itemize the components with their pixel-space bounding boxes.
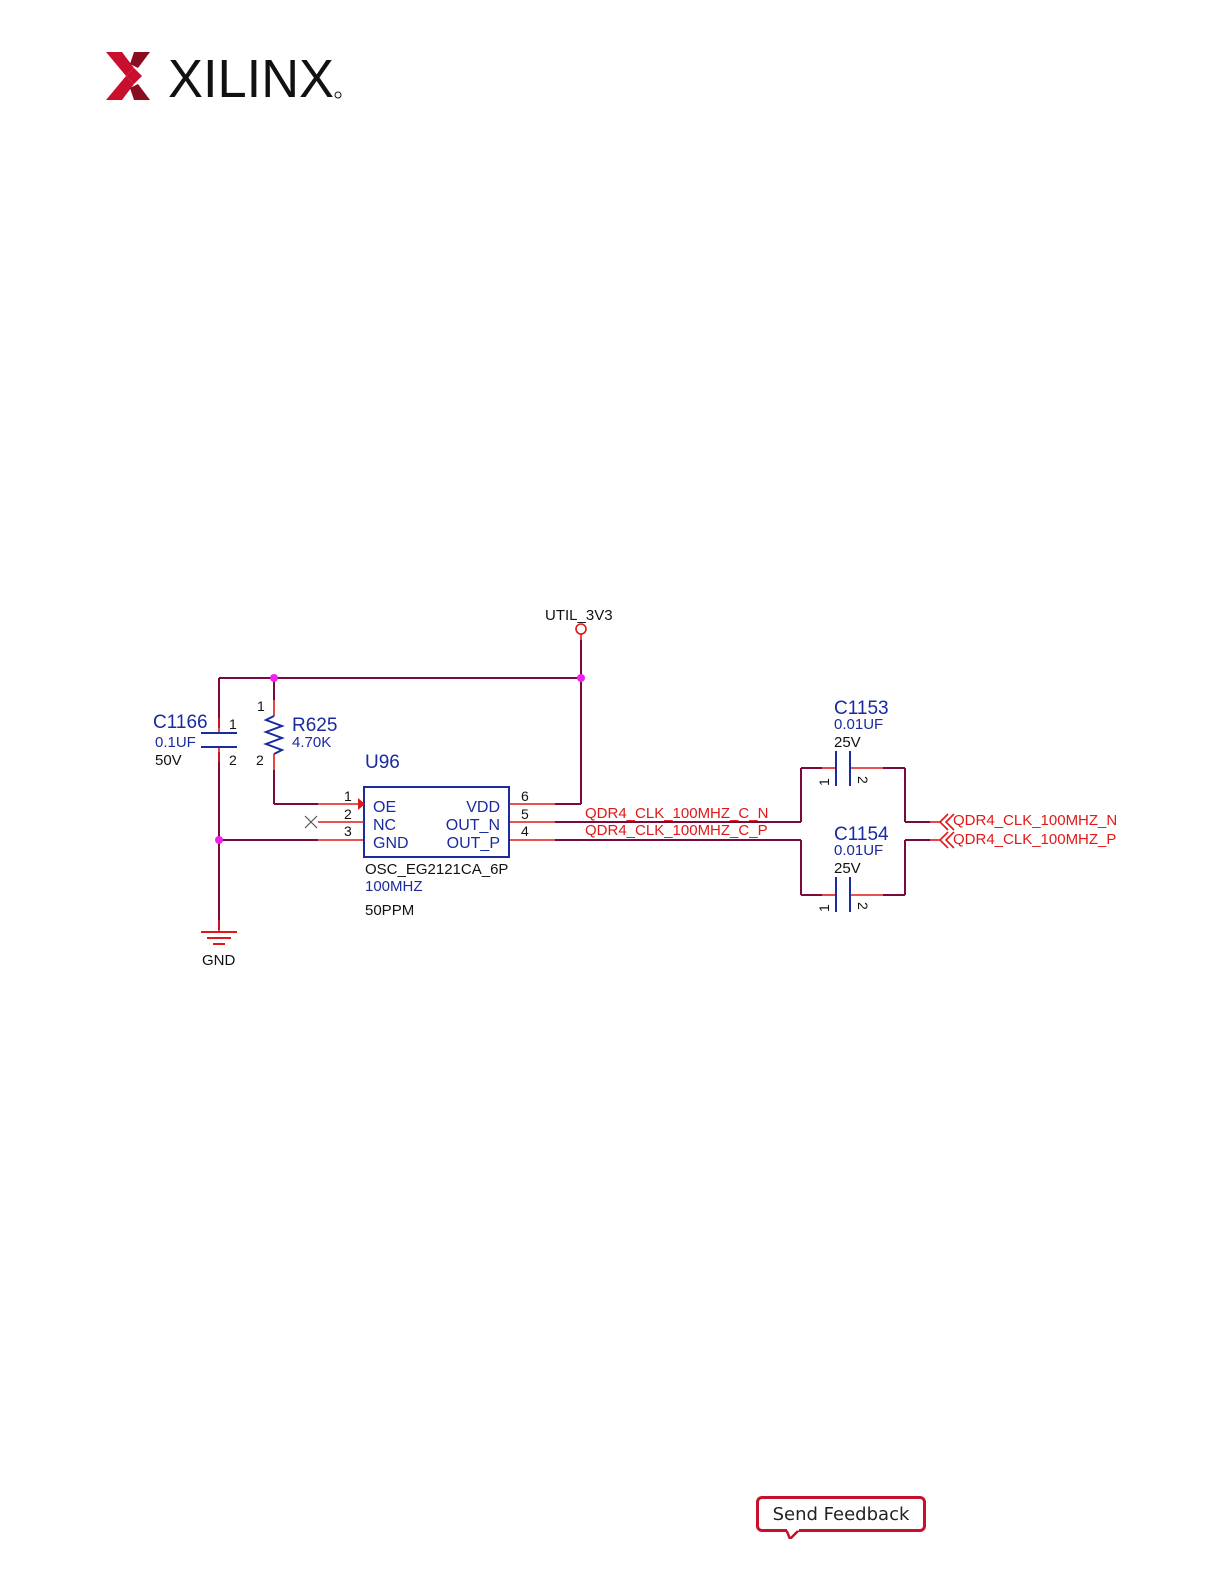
junction-dot: [577, 674, 585, 682]
resistor-r625: R625 4.70K 1 2: [256, 698, 337, 770]
power-symbol-util-3v3: UTIL_3V3: [545, 607, 613, 640]
c1154-pin1: 1: [816, 904, 832, 912]
oscillator-u96: U96 1 2 3 OE NC GND 6 5 4 VDD OUT_N OUT_…: [305, 752, 555, 919]
offpage-connector-icon: [930, 814, 954, 848]
u96-pin-num: 5: [521, 806, 529, 822]
c1166-voltage: 50V: [155, 752, 182, 769]
no-connect-x-icon: [305, 816, 317, 828]
u96-pin-name: OE: [373, 799, 396, 816]
u96-pin-name: VDD: [466, 799, 500, 816]
c1153-value: 0.01UF: [834, 716, 883, 733]
speech-bubble-tail-icon: [786, 1529, 800, 1539]
u96-pin-name: NC: [373, 817, 396, 834]
u96-tolerance: 50PPM: [365, 902, 414, 919]
capacitor-c1153: C1153 0.01UF 25V 1 2: [816, 698, 889, 786]
junction-dot: [215, 836, 223, 844]
u96-pin-num: 2: [344, 806, 352, 822]
u96-pin-num: 4: [521, 823, 529, 839]
c1154-voltage: 25V: [834, 860, 861, 877]
c1153-voltage: 25V: [834, 734, 861, 751]
c1166-ref: C1166: [153, 712, 208, 733]
c1166-pin2: 2: [229, 752, 237, 768]
offpage-label-p: QDR4_CLK_100MHZ_P: [953, 831, 1116, 848]
power-net-label: UTIL_3V3: [545, 607, 613, 624]
u96-pin-name: OUT_P: [447, 835, 500, 852]
c1166-value: 0.1UF: [155, 734, 196, 751]
send-feedback-label: Send Feedback: [773, 1504, 910, 1525]
u96-pin-num: 1: [344, 788, 352, 804]
c1154-value: 0.01UF: [834, 842, 883, 859]
r625-pin2: 2: [256, 752, 264, 768]
net-label-c-n: QDR4_CLK_100MHZ_C_N: [585, 805, 768, 822]
offpage-label-n: QDR4_CLK_100MHZ_N: [953, 812, 1117, 829]
c1154-pin2: 2: [855, 902, 871, 910]
send-feedback-button[interactable]: Send Feedback: [756, 1496, 926, 1532]
capacitor-c1154: C1154 0.01UF 25V 1 2: [816, 824, 889, 912]
r625-value: 4.70K: [292, 734, 331, 751]
c1153-pin2: 2: [855, 776, 871, 784]
c1153-pin1: 1: [816, 778, 832, 786]
capacitor-c1166: C1166 0.1UF 50V 1 2: [153, 712, 237, 769]
net-label-c-p: QDR4_CLK_100MHZ_C_P: [585, 822, 768, 839]
u96-pin-name: OUT_N: [446, 817, 500, 834]
r625-ref: R625: [292, 715, 337, 736]
junction-dot: [270, 674, 278, 682]
u96-freq: 100MHZ: [365, 878, 423, 895]
u96-ref: U96: [365, 752, 400, 773]
ground-net-label: GND: [202, 952, 236, 969]
u96-pin-num: 3: [344, 823, 352, 839]
u96-pin-num: 6: [521, 788, 529, 804]
r625-pin1: 1: [257, 698, 265, 714]
u96-pin-name: GND: [373, 835, 409, 852]
u96-part: OSC_EG2121CA_6P: [365, 861, 508, 878]
ground-symbol: GND: [201, 920, 237, 969]
c1166-pin1: 1: [229, 716, 237, 732]
